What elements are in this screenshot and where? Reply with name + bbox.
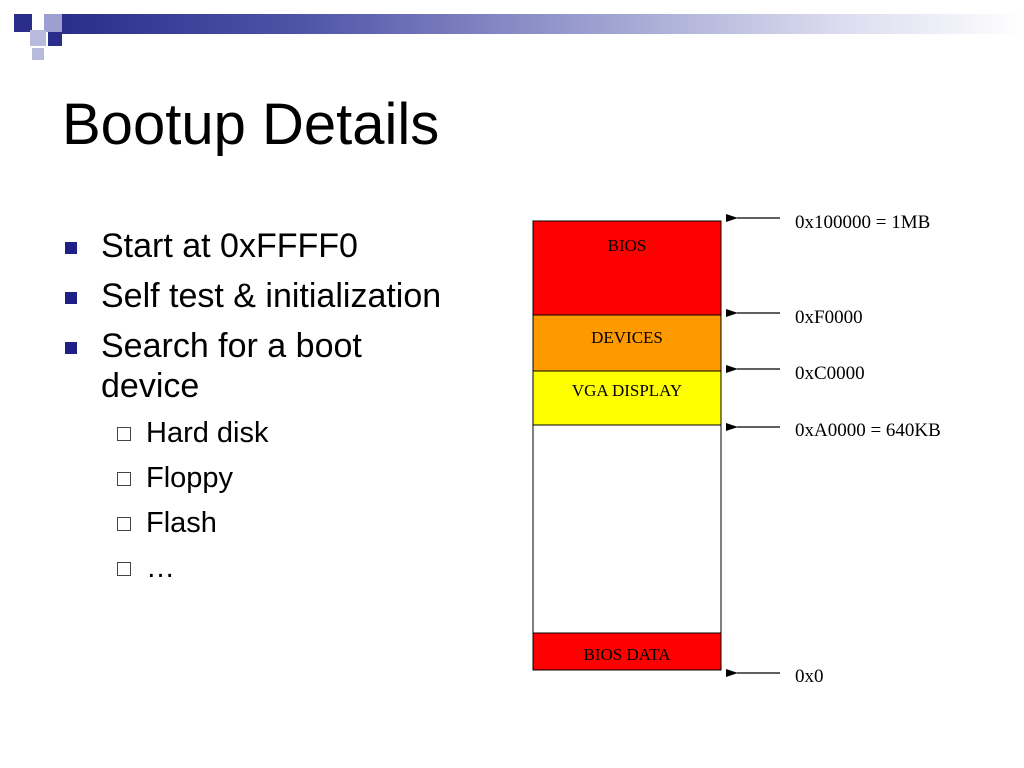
sub-bullet-item: Floppy — [62, 461, 462, 495]
bullet-item: Search for a boot device — [62, 326, 462, 406]
sub-bullet-item: Hard disk — [62, 416, 462, 450]
region-devices — [532, 314, 722, 372]
sub-bullet-text: … — [146, 552, 175, 584]
region-bios-data-label: BIOS DATA — [584, 645, 672, 664]
bullet-text: Search for a boot device — [101, 327, 362, 405]
address-label-640kb: 0xA0000 = 640KB — [795, 420, 941, 441]
region-devices-label: DEVICES — [591, 328, 663, 347]
sub-bullet-item: … — [62, 551, 462, 585]
hollow-square-bullet-icon — [117, 517, 131, 531]
logo-square-light — [44, 14, 62, 32]
region-bios — [532, 220, 722, 316]
address-label-f0000: 0xF0000 — [795, 307, 863, 328]
region-conventional-memory — [532, 424, 722, 634]
region-bios-data — [532, 632, 722, 671]
slide-title: Bootup Details — [62, 92, 440, 157]
bullet-item: Start at 0xFFFF0 — [62, 226, 462, 266]
address-label-1mb: 0x100000 = 1MB — [795, 212, 930, 233]
hollow-square-bullet-icon — [117, 562, 131, 576]
hollow-square-bullet-icon — [117, 427, 131, 441]
sub-bullet-text: Hard disk — [146, 417, 269, 449]
bullet-list: Start at 0xFFFF0 Self test & initializat… — [62, 226, 462, 596]
bullet-item: Self test & initialization — [62, 276, 462, 316]
header-gradient-bar — [62, 14, 1024, 34]
sub-bullet-text: Floppy — [146, 462, 234, 494]
logo-square-light — [32, 48, 44, 60]
logo-square-light — [30, 30, 46, 46]
sub-bullet-text: Flash — [146, 507, 217, 539]
square-bullet-icon — [65, 342, 77, 354]
hollow-square-bullet-icon — [117, 472, 131, 486]
sub-bullet-item: Flash — [62, 506, 462, 540]
address-label-c0000: 0xC0000 — [795, 363, 865, 384]
logo-square-dark — [48, 32, 62, 46]
logo-square-dark — [14, 14, 32, 32]
bullet-text: Start at 0xFFFF0 — [101, 227, 358, 265]
region-vga-display — [532, 370, 722, 426]
bullet-text: Self test & initialization — [101, 277, 442, 315]
address-label-zero: 0x0 — [795, 666, 824, 687]
square-bullet-icon — [65, 292, 77, 304]
square-bullet-icon — [65, 242, 77, 254]
region-vga-display-label: VGA DISPLAY — [572, 381, 682, 400]
region-bios-label: BIOS — [608, 236, 647, 255]
